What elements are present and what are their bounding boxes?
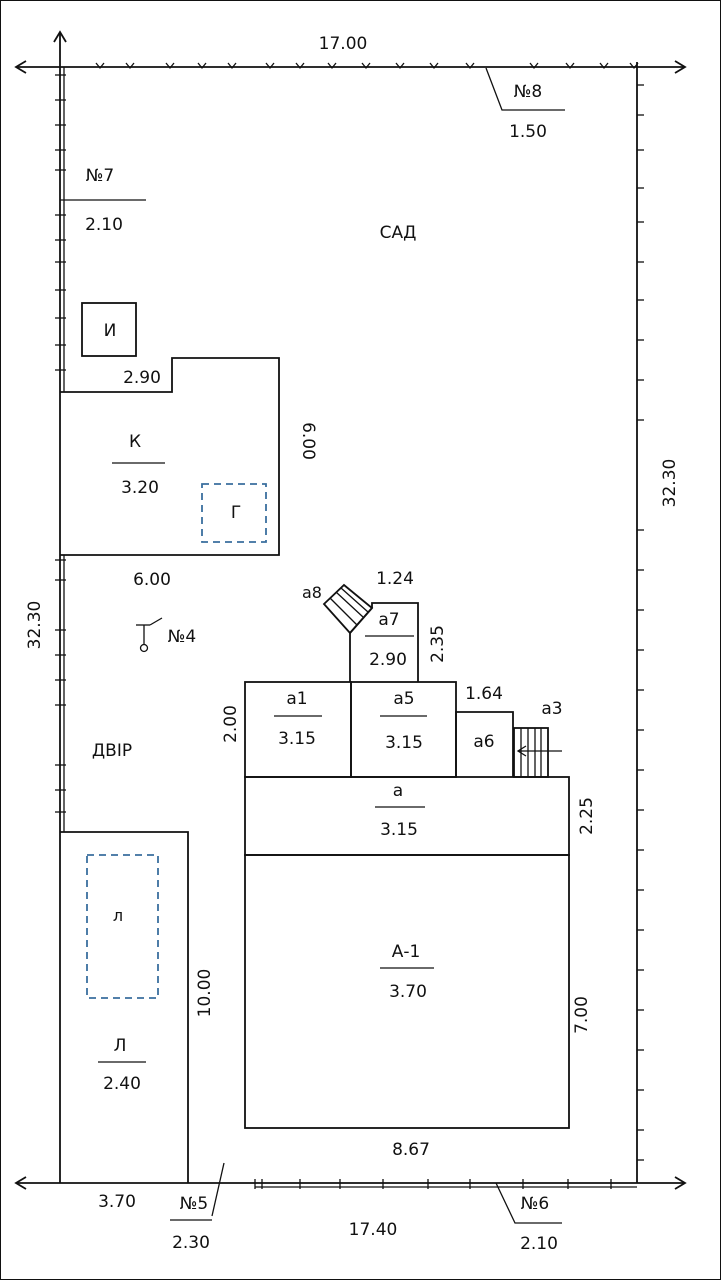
n6-label: №6	[521, 1194, 550, 1214]
dim-6-00-vertical: 6.00	[298, 422, 318, 460]
building-a5-label: а5	[393, 689, 414, 709]
i-box-label: И	[104, 321, 117, 341]
building-k-value: 3.20	[121, 478, 159, 498]
building-k-outline	[60, 357, 280, 556]
dim-2-35: 2.35	[428, 625, 448, 663]
dim-2-00: 2.00	[221, 705, 241, 743]
top-boundary	[14, 60, 687, 74]
left-fence	[53, 30, 67, 1183]
n5-value: 2.30	[172, 1233, 210, 1253]
building-a-label: а	[393, 781, 403, 801]
dim-10-00: 10.00	[195, 969, 215, 1018]
right-length-label: 32.30	[660, 459, 680, 508]
a3-label: а3	[541, 699, 562, 719]
building-a1-value: 3.15	[278, 729, 316, 749]
i-box	[81, 302, 137, 357]
building-a7-outline	[349, 602, 419, 682]
right-boundary	[636, 62, 644, 1183]
l-small-label: л	[113, 906, 123, 925]
top-length-label: 17.00	[319, 34, 368, 54]
building-a-outline	[244, 776, 570, 856]
dim-2-90: 2.90	[123, 368, 161, 388]
dim-1-64: 1.64	[465, 684, 503, 704]
a8-label: а8	[302, 583, 322, 602]
garden-label: САД	[380, 223, 417, 243]
dim-6-00-horizontal: 6.00	[133, 570, 171, 590]
dim-3-70: 3.70	[98, 1192, 136, 1212]
l-dashed-box	[86, 854, 159, 999]
yard-label: ДВІР	[92, 741, 132, 761]
n7-label: №7	[86, 166, 115, 186]
building-a-value: 3.15	[380, 820, 418, 840]
n6-leader	[495, 1182, 562, 1224]
building-k-label: К	[129, 432, 141, 452]
dim-7-00: 7.00	[572, 996, 592, 1034]
house-a1-outline	[244, 854, 570, 1129]
well-symbol-icon	[136, 617, 163, 653]
building-l-outline	[60, 831, 189, 1183]
bottom-length-label: 17.40	[349, 1220, 398, 1240]
n8-label: №8	[514, 82, 543, 102]
house-a1-label: А-1	[392, 942, 421, 962]
n5-label: №5	[180, 1194, 209, 1214]
building-a1-label: а1	[286, 689, 307, 709]
n4-label: №4	[168, 627, 197, 647]
left-length-label: 32.30	[25, 601, 45, 650]
a3-stairs-icon	[513, 727, 562, 778]
n7-value: 2.10	[85, 215, 123, 235]
n8-value: 1.50	[509, 122, 547, 142]
building-l-label: Л	[114, 1036, 127, 1056]
g-label: Г	[231, 503, 241, 523]
n6-value: 2.10	[520, 1234, 558, 1254]
building-a7-value: 2.90	[369, 650, 407, 670]
dim-1-24: 1.24	[376, 569, 414, 589]
a8-stairs-icon	[322, 583, 374, 635]
building-a7-label: а7	[378, 610, 399, 630]
building-l-value: 2.40	[103, 1074, 141, 1094]
n5-leader-mark	[211, 1162, 225, 1217]
building-a5-value: 3.15	[385, 733, 423, 753]
dim-8-67: 8.67	[392, 1140, 430, 1160]
bottom-boundary	[14, 1176, 687, 1190]
house-a1-value: 3.70	[389, 982, 427, 1002]
n8-leader	[485, 67, 565, 111]
building-a6-outline	[455, 711, 514, 777]
dim-2-25: 2.25	[577, 797, 597, 835]
building-a6-label: а6	[473, 732, 494, 752]
